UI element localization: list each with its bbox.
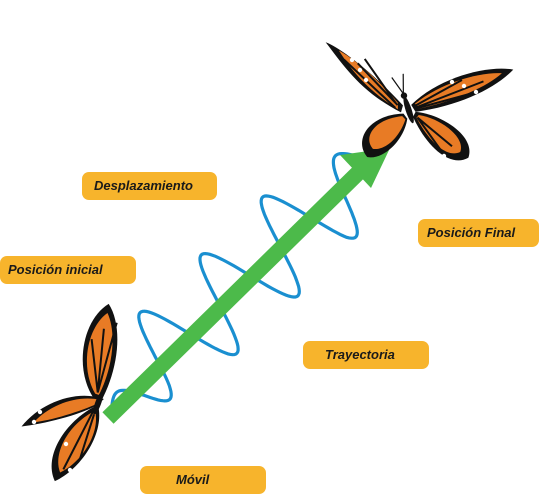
wing-spot	[68, 314, 72, 318]
wing-spot	[486, 96, 490, 100]
wing-spot	[474, 90, 478, 94]
wing-spot	[56, 328, 60, 332]
wing-spot	[44, 428, 48, 432]
wing-spot	[54, 436, 58, 440]
displacement-label: Desplazamiento	[82, 172, 217, 200]
wing-spot	[426, 158, 430, 162]
wing-spot	[32, 420, 36, 424]
final-position-label: Posición Final	[418, 219, 539, 247]
mobile-label: Móvil	[140, 466, 266, 494]
wing-spot	[378, 20, 382, 24]
wing-spot	[394, 150, 398, 154]
wing-spot	[38, 410, 42, 414]
wing-spot	[498, 102, 502, 106]
wing-spot	[384, 28, 388, 32]
wing-spot	[355, 50, 359, 54]
wing-spot	[402, 158, 406, 162]
wing-spot	[358, 68, 362, 72]
wing-spot	[372, 26, 376, 30]
wing-spot	[438, 76, 442, 80]
wing-spot	[450, 162, 454, 166]
wing-spot	[360, 42, 364, 46]
wing-spot	[416, 148, 420, 152]
wing-spot	[60, 478, 64, 482]
wing-spot	[390, 38, 394, 42]
wing-spot	[508, 108, 512, 112]
wing-spot	[64, 442, 68, 446]
wing-spot	[350, 58, 354, 62]
wing-spot	[366, 34, 370, 38]
wing-spot	[428, 78, 432, 82]
wing-spot	[434, 168, 438, 172]
wing-spot	[42, 358, 46, 362]
wing-spot	[364, 78, 368, 82]
wing-spot	[50, 336, 54, 340]
wing-spot	[68, 468, 72, 472]
wing-spot	[78, 484, 82, 488]
wing-spot	[90, 476, 94, 480]
wing-spot	[450, 80, 454, 84]
wing-spot	[62, 320, 66, 324]
wing-spot	[46, 346, 50, 350]
trajectory-label: Trayectoria	[303, 341, 429, 369]
wing-spot	[442, 154, 446, 158]
initial-position-label: Posición inicial	[0, 256, 136, 284]
wing-spot	[74, 324, 78, 328]
wing-spot	[462, 84, 466, 88]
